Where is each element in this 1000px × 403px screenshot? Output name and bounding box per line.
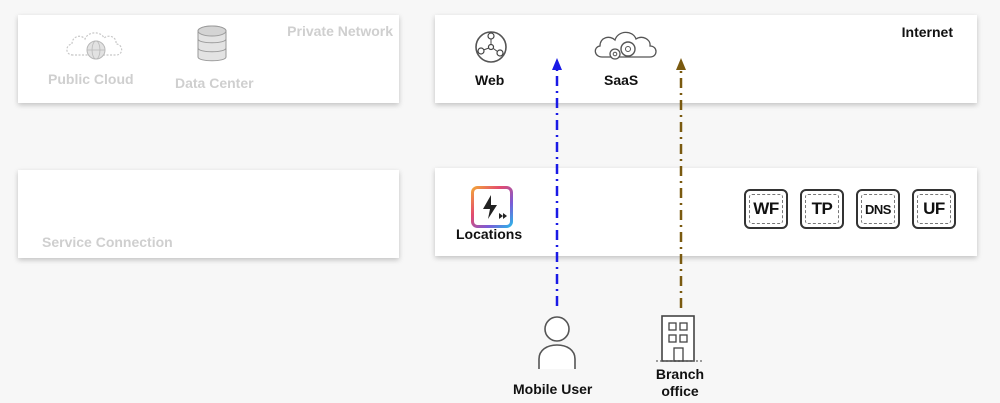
network-globe-icon — [475, 31, 507, 63]
dns-badge-text: DNS — [861, 194, 895, 224]
private-network-title: Private Network — [287, 23, 393, 39]
branch-office-label: Branch office — [655, 366, 705, 399]
saas-label: SaaS — [604, 72, 639, 88]
internet-title: Internet — [901, 24, 953, 40]
building-icon — [656, 315, 704, 362]
web-label: Web — [475, 72, 505, 88]
tp-badge: TP — [800, 189, 844, 229]
mobile-user-arrowhead — [552, 58, 562, 70]
user-icon — [538, 316, 576, 369]
uf-badge: UF — [912, 189, 956, 229]
locations-logo-icon — [471, 186, 513, 228]
locations-label: Locations — [456, 226, 523, 242]
uf-badge-text: UF — [917, 194, 951, 224]
database-icon — [197, 25, 227, 62]
data-center-label: Data Center — [175, 75, 254, 91]
internet-panel: Internet Web SaaS — [435, 15, 977, 103]
tp-badge-text: TP — [805, 194, 839, 224]
wf-badge: WF — [744, 189, 788, 229]
mobile-user-label: Mobile User — [513, 381, 593, 397]
cloud-gears-icon — [594, 31, 657, 60]
branch-office-arrowhead — [676, 58, 686, 70]
wf-badge-text: WF — [749, 194, 783, 224]
cloud-globe-icon — [66, 32, 123, 60]
public-cloud-label: Public Cloud — [48, 71, 134, 87]
private-network-panel: Private Network Public Cloud Data Center — [18, 15, 399, 103]
service-connection-panel: Service Connection — [18, 170, 399, 258]
dns-badge: DNS — [856, 189, 900, 229]
service-connection-title: Service Connection — [42, 234, 173, 250]
